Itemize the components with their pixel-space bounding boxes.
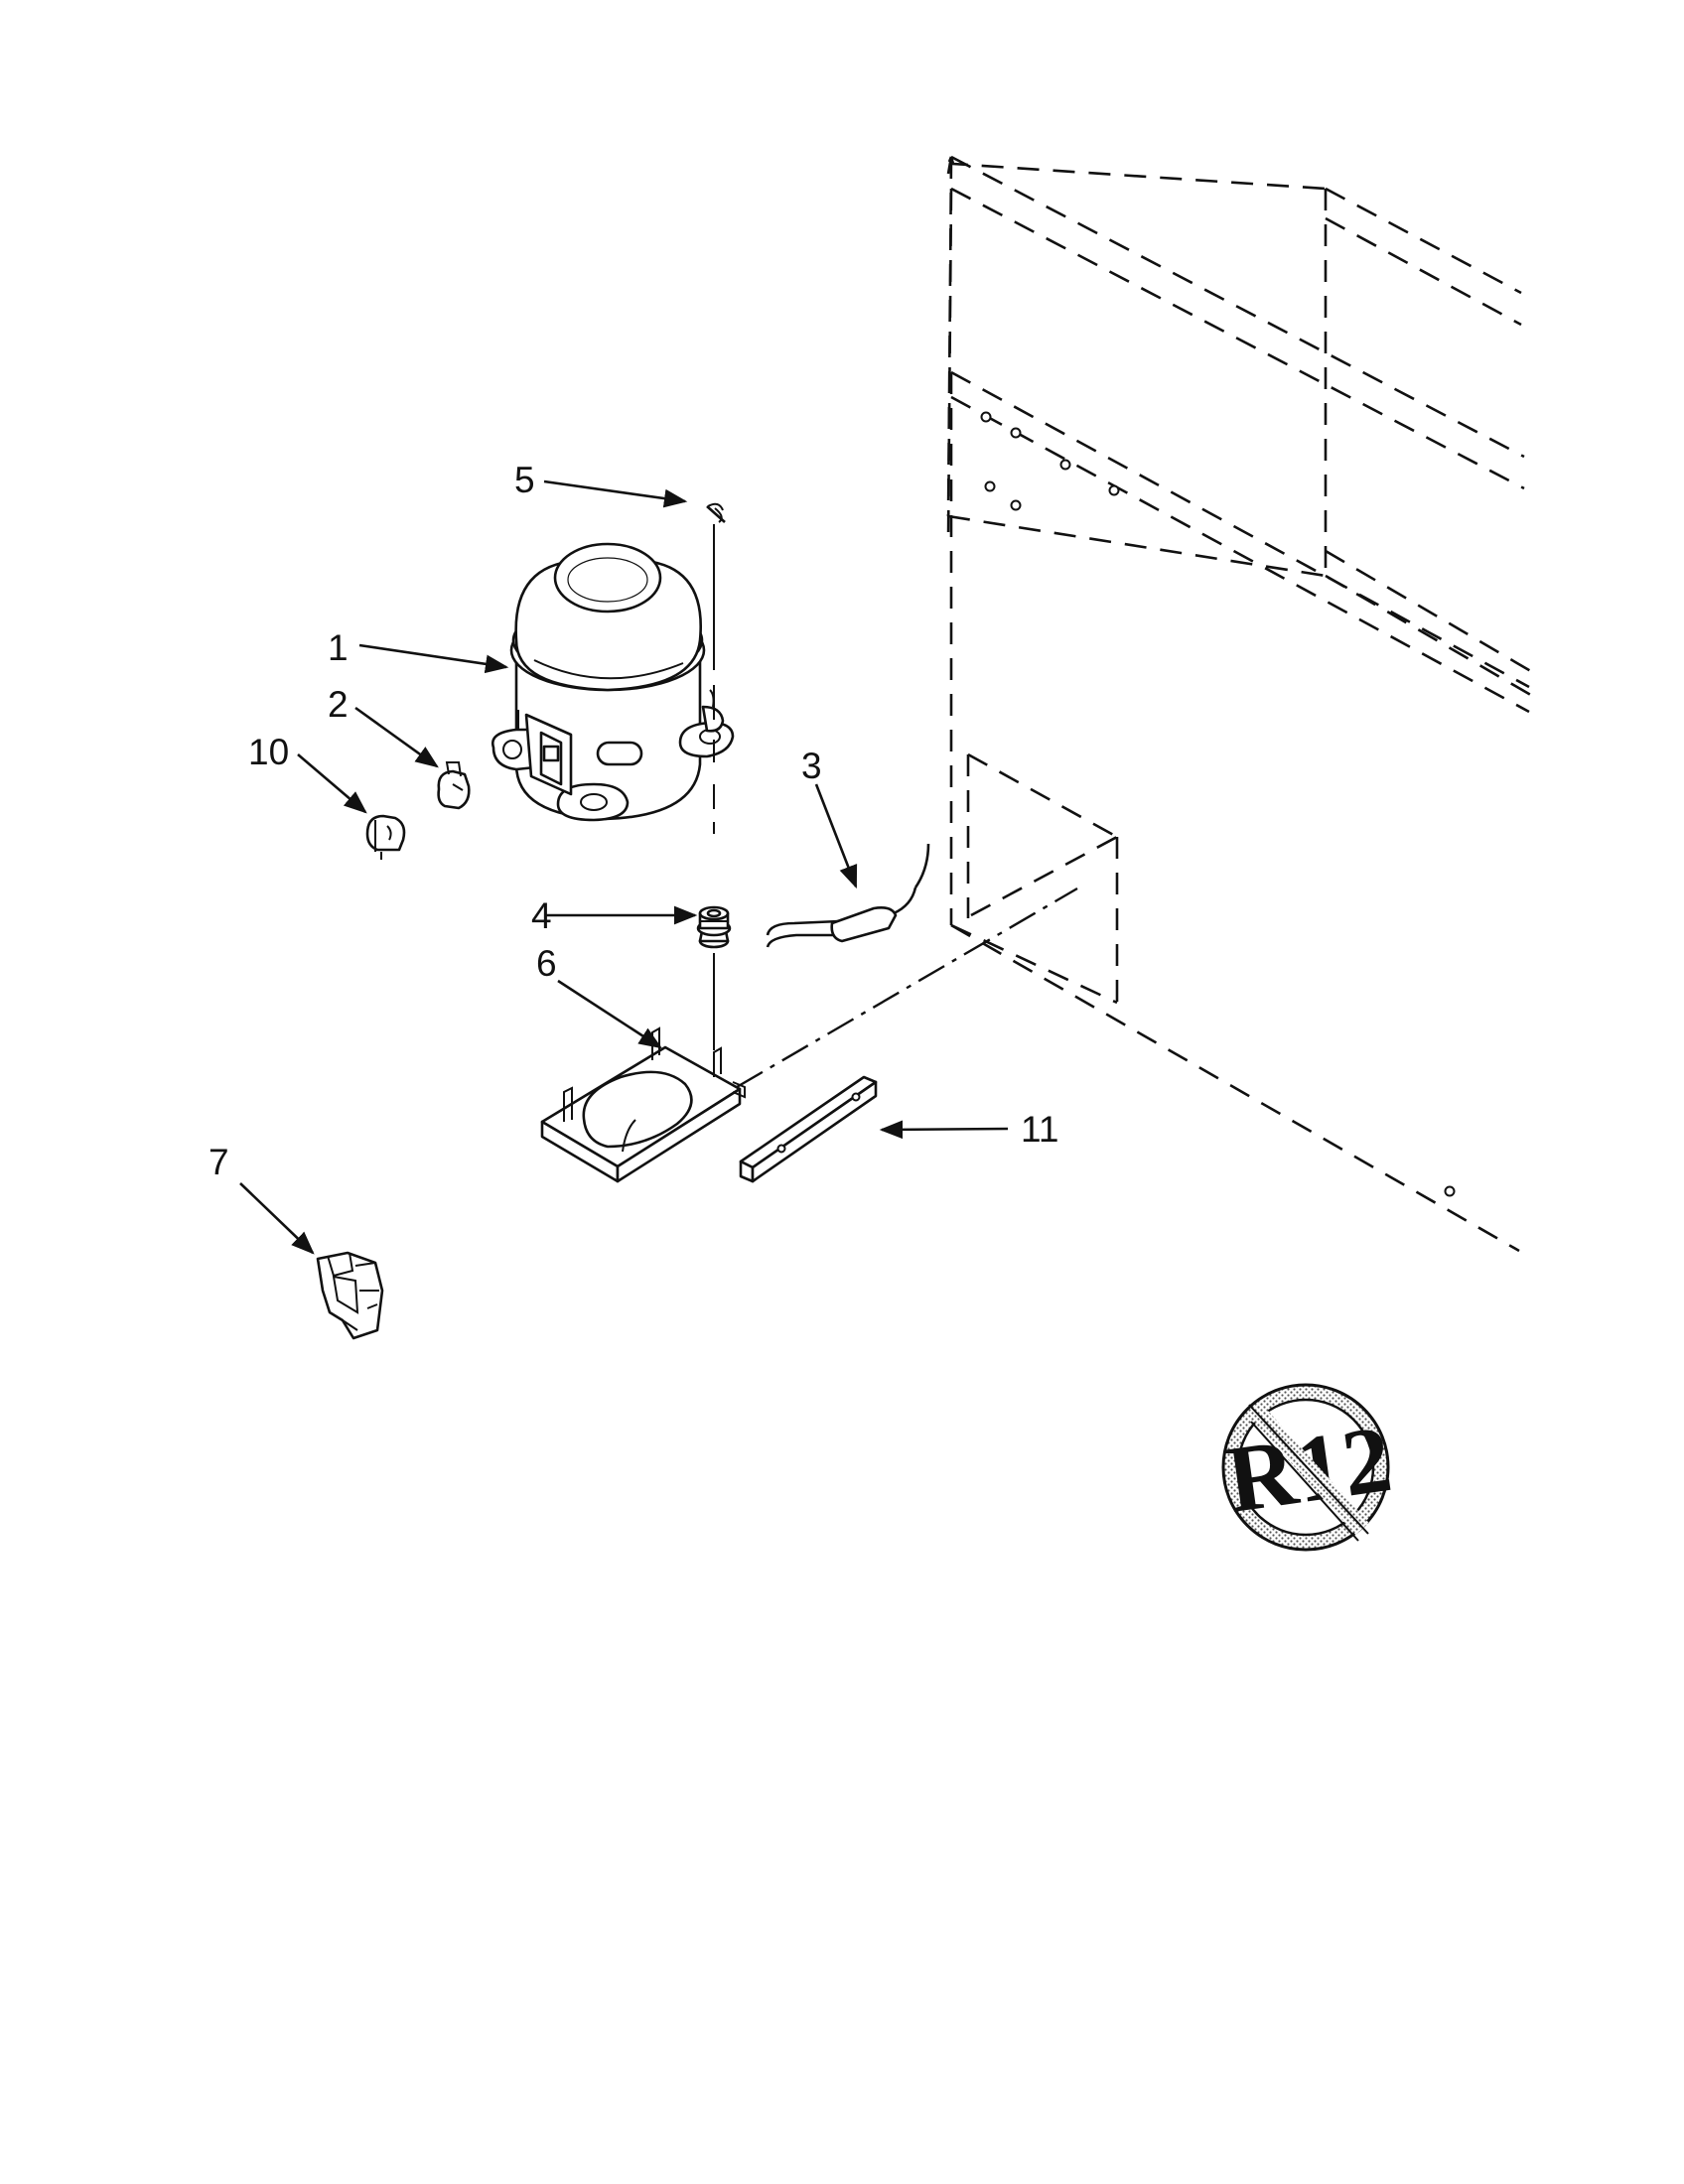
compressor [491, 542, 735, 822]
callout-leaders [239, 479, 1009, 1255]
part-2-relay [437, 761, 471, 810]
part-5-clip [706, 502, 726, 523]
cabinet-holes [980, 411, 1456, 1197]
callout-10: 10 [248, 732, 289, 772]
cabinet-outline [946, 155, 1535, 1253]
callout-6: 6 [536, 943, 557, 984]
part-11-bracket [739, 1075, 878, 1183]
callout-7: 7 [209, 1142, 229, 1182]
no-r12-prohibition-icon: R12 [1220, 1383, 1398, 1552]
callout-11: 11 [1021, 1109, 1058, 1150]
part-6-base-plate [540, 1026, 746, 1183]
callout-2: 2 [328, 684, 349, 725]
callout-3: 3 [801, 746, 822, 786]
base-plate-attachment-line [736, 887, 1078, 1089]
part-10-cover [365, 814, 406, 860]
callout-1: 1 [328, 627, 349, 668]
callout-4: 4 [531, 895, 552, 936]
part-7-overload [316, 1251, 384, 1340]
part-4-grommet [696, 905, 732, 949]
callout-5: 5 [514, 460, 535, 500]
part-3-wire-harness [766, 843, 930, 948]
